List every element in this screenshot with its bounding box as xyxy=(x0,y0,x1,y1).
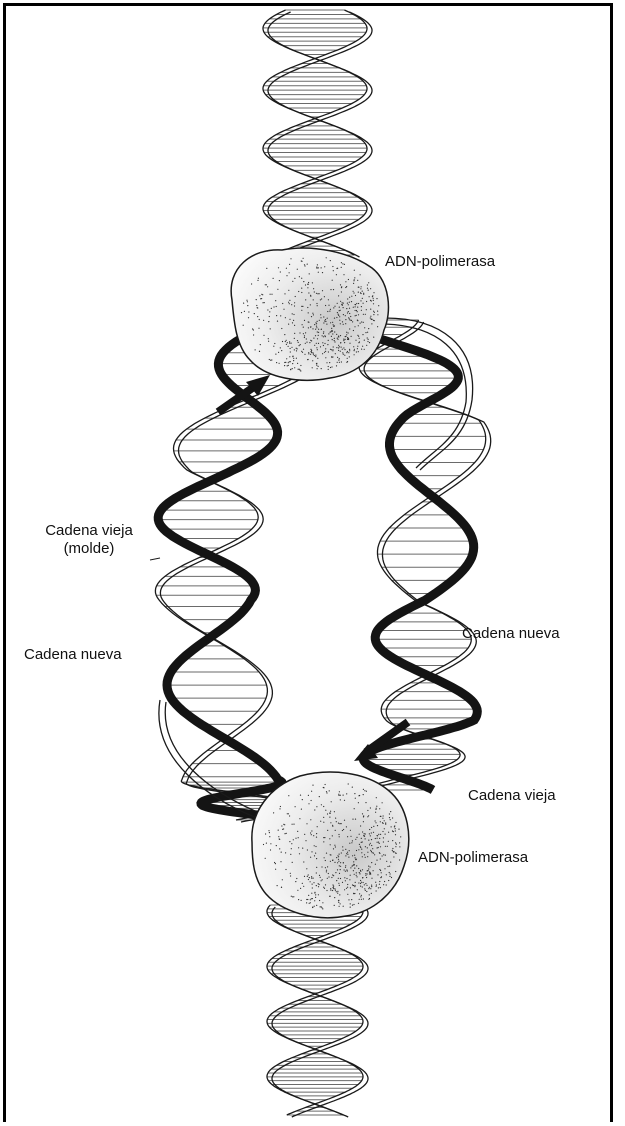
label-old-strand-right: Cadena vieja xyxy=(468,787,556,805)
base-pair-rungs xyxy=(331,320,485,790)
base-pair-rungs xyxy=(267,905,363,1115)
label-leader-lines xyxy=(150,558,160,560)
label-old-strand-template: Cadena vieja (molde) xyxy=(24,522,154,558)
label-polymerase-bottom: ADN-polimerasa xyxy=(418,849,528,867)
dna-polymerase-top xyxy=(231,248,388,380)
strand-a-edge xyxy=(267,905,363,1115)
parental-double-helix-top xyxy=(263,10,372,257)
label-old-strand-line2: (molde) xyxy=(24,540,154,558)
label-new-strand-right: Cadena nueva xyxy=(462,625,560,643)
label-old-strand-line1: Cadena vieja xyxy=(24,522,154,540)
parental-double-helix-bottom xyxy=(267,905,368,1117)
label-new-strand-left: Cadena nueva xyxy=(24,646,122,664)
new-strand xyxy=(331,320,477,790)
label-polymerase-top: ADN-polimerasa xyxy=(385,253,495,271)
strand-b-edge xyxy=(267,905,363,1115)
replication-bubble-outline xyxy=(159,318,473,820)
new-strand xyxy=(158,320,294,820)
dna-polymerase-bottom xyxy=(252,772,409,918)
